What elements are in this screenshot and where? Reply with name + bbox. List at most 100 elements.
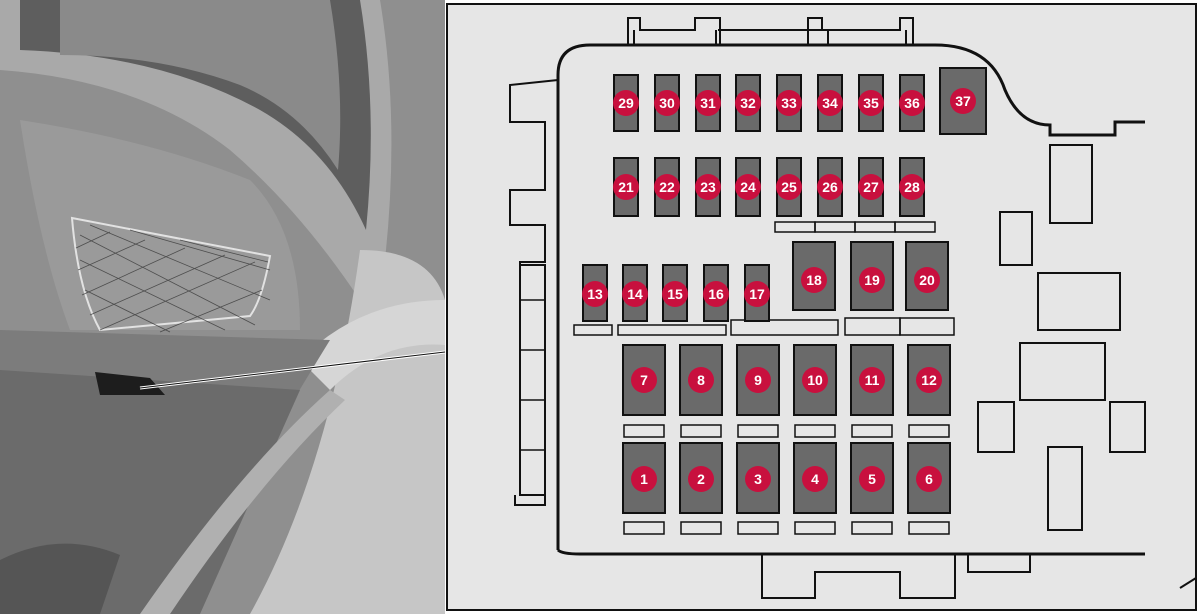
fuse-number-label: 15 [667,286,683,302]
fuse-number-badge [801,267,827,293]
fuse-number-label: 25 [781,179,797,195]
fuse-4: 4 [793,442,837,514]
fuse-slot [908,424,950,438]
fuse-number-label: 18 [806,272,822,288]
fuse-number-label: 5 [868,471,876,487]
fuse-number-badge [899,174,925,200]
fuse-number-label: 21 [618,179,634,195]
fuse-number-badge [688,466,714,492]
fuse-number-label: 28 [904,179,920,195]
fuse-number-label: 36 [904,95,920,111]
fuse-number-label: 4 [811,471,819,487]
fuse-slot [623,521,665,535]
fuse-number-label: 22 [659,179,675,195]
fuse-number-badge [858,174,884,200]
fuse-number-badge [654,174,680,200]
fuse-number-label: 24 [740,179,756,195]
fuse-number-label: 37 [955,93,971,109]
fuse-number-label: 11 [865,372,880,388]
fuse-number-badge [859,267,885,293]
fuse-number-badge [802,466,828,492]
fuse-slot [680,521,722,535]
fuse-number-badge [859,367,885,393]
fuse-13: 13 [582,264,608,322]
fuse-number-label: 7 [640,372,648,388]
fuse-23: 23 [695,157,721,217]
fuse-number-label: 2 [697,471,705,487]
fuse-number-label: 3 [754,471,762,487]
fuse-27: 27 [858,157,884,217]
fuse-number-label: 12 [921,372,937,388]
fuse-slot [794,521,836,535]
fuse-11: 11 [850,344,894,416]
fuse-number-badge [703,281,729,307]
fuse-number-label: 26 [822,179,838,195]
fuse-number-badge [654,90,680,116]
fuse-slot [623,424,665,438]
fuse-number-label: 27 [863,179,879,195]
fuse-number-badge [817,174,843,200]
fuse-number-label: 6 [925,471,933,487]
fuse-19: 19 [850,241,894,311]
fuse-number-label: 9 [754,372,762,388]
fuse-number-badge [776,90,802,116]
fuse-number-badge [622,281,648,307]
fuse-number-badge [916,367,942,393]
fuse-number-label: 33 [781,95,797,111]
fuse-12: 12 [907,344,951,416]
fuse-number-badge [613,174,639,200]
fuse-32: 32 [735,74,761,132]
fuse-number-badge [735,174,761,200]
fuse-slot [908,521,950,535]
fuse-10: 10 [793,344,837,416]
fuse-number-label: 23 [700,179,716,195]
fuse-14: 14 [622,264,648,322]
fuse-25: 25 [776,157,802,217]
fuse-29: 29 [613,74,639,132]
fuse-number-label: 19 [864,272,880,288]
fuse-number-badge [695,174,721,200]
fuse-number-badge [802,367,828,393]
fuse-1: 1 [622,442,666,514]
fuse-number-label: 14 [627,286,643,302]
fuse-number-badge [631,367,657,393]
fuse-26: 26 [817,157,843,217]
fuse-slot [680,424,722,438]
fuse-number-badge [776,174,802,200]
fuse-number-label: 16 [708,286,724,302]
fuse-number-badge [914,267,940,293]
fuse-21: 21 [613,157,639,217]
fuse-slot [851,424,893,438]
fuse-number-badge [745,367,771,393]
fuse-number-label: 30 [659,95,675,111]
fuse-30: 30 [654,74,680,132]
fuse-number-badge [817,90,843,116]
fuse-number-label: 17 [749,286,765,302]
fuse-number-label: 10 [807,372,823,388]
fuse-body [939,67,987,135]
fuse-37: 37 [939,67,987,135]
fuse-number-badge [899,90,925,116]
fuse-number-badge [859,466,885,492]
fuse-number-label: 32 [740,95,756,111]
fuse-slot [737,424,779,438]
fuse-17: 17 [744,264,770,322]
fuse-2: 2 [679,442,723,514]
fuse-number-badge [613,90,639,116]
fuse-7: 7 [622,344,666,416]
fuse-number-badge [695,90,721,116]
fuse-number-badge [916,466,942,492]
fuse-number-label: 1 [640,471,648,487]
fuse-22: 22 [654,157,680,217]
fuse-number-badge [950,88,976,114]
fuse-slot [851,521,893,535]
fuse-28: 28 [899,157,925,217]
fuse-number-label: 8 [697,372,705,388]
fuse-number-label: 34 [822,95,838,111]
fuse-number-badge [735,90,761,116]
fuse-number-badge [858,90,884,116]
fuse-18: 18 [792,241,836,311]
fuse-number-badge [744,281,770,307]
